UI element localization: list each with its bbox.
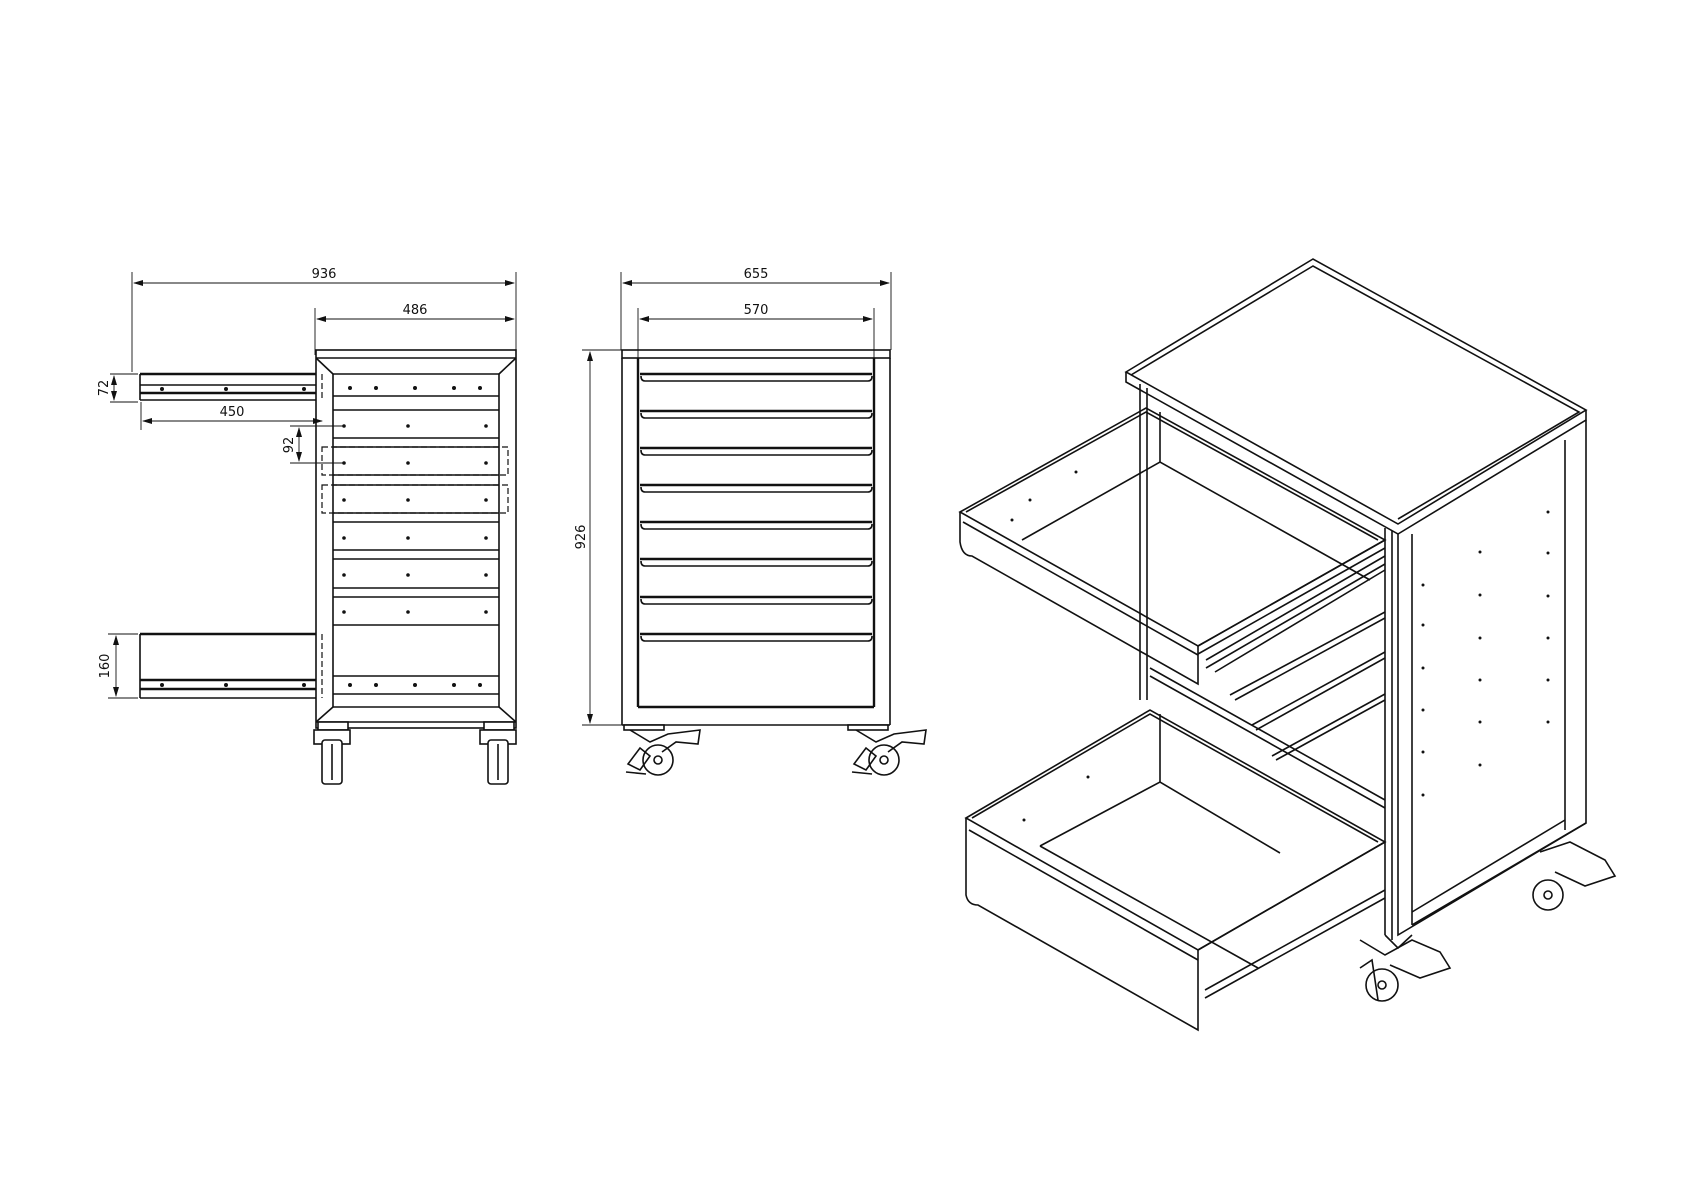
side-panel-holes bbox=[1421, 510, 1550, 797]
mounting-holes bbox=[342, 386, 488, 687]
side-extended-top-drawer: 72 450 bbox=[97, 372, 323, 430]
iso-open-bottom-drawer bbox=[964, 709, 1387, 1032]
side-caster-left bbox=[313, 721, 351, 785]
dimension-cabinet-depth: 486 bbox=[314, 303, 515, 355]
side-cabinet-body bbox=[315, 349, 517, 729]
front-caster-right bbox=[851, 729, 927, 776]
dim-72: 72 bbox=[97, 380, 112, 397]
isometric-view bbox=[958, 258, 1617, 1032]
iso-top bbox=[1124, 258, 1588, 535]
dim-450: 450 bbox=[220, 405, 245, 420]
dimension-overall-width: 655 bbox=[620, 267, 892, 350]
dim-570: 570 bbox=[744, 303, 769, 318]
iso-open-top-drawer bbox=[958, 407, 1387, 686]
dim-655: 655 bbox=[744, 267, 769, 282]
front-caster-left bbox=[625, 729, 701, 776]
iso-front-post bbox=[1139, 384, 1413, 950]
dim-936: 936 bbox=[312, 267, 337, 282]
side-extended-bottom-drawer: 160 bbox=[98, 632, 316, 699]
drawer-fronts bbox=[640, 372, 873, 642]
iso-closed-drawer-fronts bbox=[1149, 569, 1386, 809]
iso-caster-front bbox=[1359, 939, 1452, 1002]
front-view: 655 570 926 bbox=[574, 267, 927, 776]
dim-486: 486 bbox=[403, 303, 428, 318]
front-cabinet-body bbox=[621, 349, 891, 731]
dimension-drawer-pitch: 92 bbox=[282, 425, 344, 464]
iso-caster-rear bbox=[1532, 841, 1617, 911]
side-caster-right bbox=[479, 721, 517, 785]
dimension-overall-height: 926 bbox=[574, 349, 626, 726]
dimension-inner-width: 570 bbox=[637, 303, 875, 372]
side-view: 936 486 bbox=[97, 267, 517, 785]
dimension-overall-extended: 936 bbox=[131, 267, 517, 372]
dim-160: 160 bbox=[98, 654, 113, 679]
iso-right-panel bbox=[1397, 420, 1587, 937]
dim-926: 926 bbox=[574, 525, 589, 550]
dim-92: 92 bbox=[282, 437, 297, 454]
